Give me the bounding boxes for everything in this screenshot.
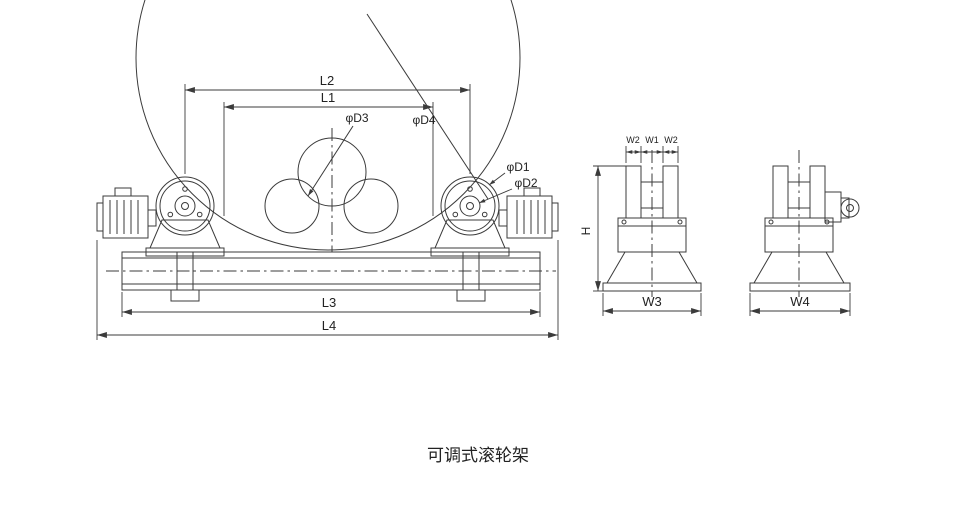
d3-leader-line bbox=[307, 125, 354, 197]
wheel-left bbox=[772, 165, 789, 219]
motor-shaft-end bbox=[846, 204, 854, 212]
axle-hub bbox=[640, 181, 664, 209]
dim-label-d1: φD1 bbox=[506, 160, 529, 174]
bolt-hole bbox=[182, 186, 188, 192]
bolt-hole bbox=[768, 219, 774, 225]
dim-label-l3: L3 bbox=[322, 295, 336, 310]
bottom-plate bbox=[602, 282, 702, 292]
dim-label-l2: L2 bbox=[320, 73, 334, 88]
left-pedestal bbox=[149, 219, 221, 249]
base-rail bbox=[106, 251, 556, 302]
roller-position-circles bbox=[264, 125, 399, 252]
left-roller-assembly bbox=[96, 176, 225, 257]
dim-label-d3: φD3 bbox=[345, 111, 368, 125]
bolt-hole bbox=[621, 219, 627, 225]
right-motor-endcap bbox=[551, 202, 559, 232]
caption: 可调式滚轮架 bbox=[427, 446, 529, 465]
dim-label-d4: φD4 bbox=[412, 113, 435, 127]
dim-label-w4: W4 bbox=[790, 294, 810, 309]
right-motor-junction-box bbox=[523, 187, 541, 197]
dim-label-w2-left: W2 bbox=[626, 135, 640, 145]
left-motor-junction-box bbox=[114, 187, 132, 197]
wheel-left bbox=[625, 165, 642, 219]
axle-hub bbox=[787, 181, 811, 209]
bolt-hole bbox=[481, 211, 488, 218]
side-view-drive: W4 bbox=[749, 150, 860, 316]
dim-label-l4: L4 bbox=[322, 318, 336, 333]
left-motor-endcap bbox=[96, 202, 104, 232]
dim-label-l1: L1 bbox=[321, 90, 335, 105]
right-motor-shaft bbox=[498, 209, 508, 227]
side-roller-dimensions bbox=[593, 146, 702, 316]
front-view: L2 L1 L3 L4 φD3 φD4 φD1 φD2 bbox=[96, 0, 559, 340]
dim-label-w2-right: W2 bbox=[664, 135, 678, 145]
side-roller-assembly bbox=[602, 150, 702, 297]
wheel-right bbox=[809, 165, 826, 219]
bolt-hole bbox=[677, 219, 683, 225]
dim-label-w1: W1 bbox=[645, 135, 659, 145]
bolt-hole bbox=[167, 211, 174, 218]
right-foot bbox=[456, 289, 486, 302]
right-roller-assembly bbox=[430, 176, 559, 257]
front-view-dimensions bbox=[96, 84, 559, 340]
dim-label-w3: W3 bbox=[642, 294, 662, 309]
motor-end bbox=[840, 198, 860, 218]
bolt-hole bbox=[467, 186, 473, 192]
side-drive-dimensions bbox=[749, 293, 851, 316]
wheel-right bbox=[662, 165, 679, 219]
left-foot bbox=[170, 289, 200, 302]
bolt-hole bbox=[452, 211, 459, 218]
bottom-plate bbox=[749, 282, 851, 292]
right-pedestal bbox=[434, 219, 506, 249]
bolt-hole bbox=[196, 211, 203, 218]
dim-label-h: H bbox=[579, 227, 593, 236]
left-motor-shaft bbox=[147, 209, 157, 227]
side-view-roller: W2 W1 W2 H W3 bbox=[579, 135, 702, 316]
dim-label-d2: φD2 bbox=[514, 176, 537, 190]
bolt-hole bbox=[824, 219, 830, 225]
side-drive-assembly bbox=[749, 150, 860, 297]
